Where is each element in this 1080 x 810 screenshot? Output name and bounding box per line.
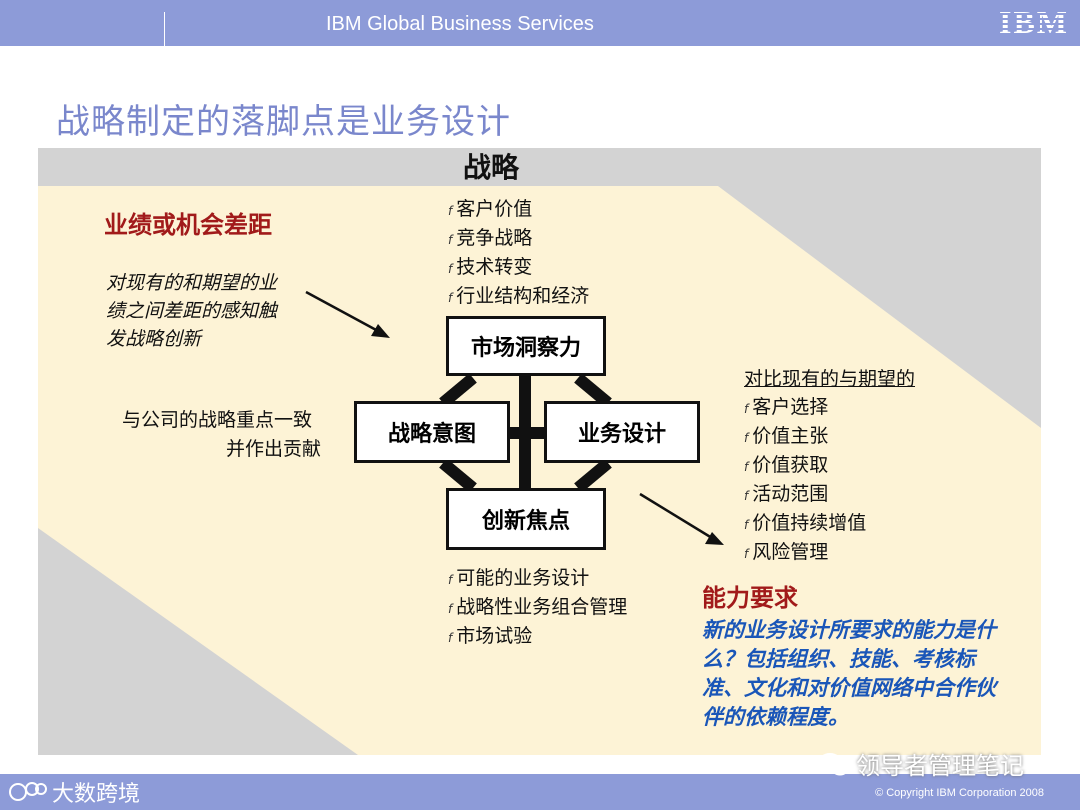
gap-desc-line-2: 绩之间差距的感知触 <box>106 300 278 322</box>
bullet-icon: f <box>448 573 453 587</box>
gap-desc-line-3: 发战略创新 <box>106 328 202 350</box>
watermark-left: 大数跨境 <box>8 776 140 808</box>
align-line-1: 与公司的战略重点一致 <box>122 409 313 431</box>
market-item-text: 客户价值 <box>456 198 533 220</box>
arrow-capability-line <box>639 492 713 540</box>
connector-bl <box>439 458 477 493</box>
business-design-box: 业务设计 <box>544 401 700 463</box>
capability-title: 能力要求 <box>702 584 798 612</box>
business-design-item-text: 客户选择 <box>752 396 829 418</box>
innovation-item-text: 市场试验 <box>456 625 533 647</box>
strategic-intent-box: 战略意图 <box>354 401 510 463</box>
connector-br <box>574 458 612 493</box>
business-design-item-text: 风险管理 <box>752 541 829 563</box>
header-divider <box>164 12 165 46</box>
bullet-icon: f <box>744 460 749 474</box>
bullet-icon: f <box>448 291 453 305</box>
connector-tl <box>439 373 477 408</box>
market-item-text: 行业结构和经济 <box>456 285 590 307</box>
gap-title: 业绩或机会差距 <box>104 211 272 239</box>
business-design-heading: 对比现有的与期望的 <box>744 368 916 390</box>
bullet-icon: f <box>744 431 749 445</box>
bullet-icon: f <box>448 602 453 616</box>
connector-tr <box>574 373 612 408</box>
business-design-item-text: 价值获取 <box>752 454 829 476</box>
watermark-logo-icon <box>9 782 47 801</box>
watermark-right-text: 领导者管理笔记 <box>856 752 1024 780</box>
market-insight-box: 市场洞察力 <box>446 316 606 376</box>
wechat-icon <box>818 752 849 775</box>
arrow-capability-head <box>705 532 724 545</box>
bullet-icon: f <box>744 489 749 503</box>
business-design-item-text: 价值主张 <box>752 425 829 447</box>
business-design-item-text: 价值持续增值 <box>752 512 867 534</box>
header-org: IBM Global Business Services <box>326 13 594 35</box>
bullet-icon: f <box>744 547 749 561</box>
gap-desc-line-1: 对现有的和期望的业 <box>106 272 278 294</box>
arrow-gap-head <box>371 324 390 338</box>
footer-copyright: © Copyright IBM Corporation 2008 <box>875 787 1044 799</box>
align-line-2: 并作出贡献 <box>226 438 322 460</box>
bullet-icon: f <box>744 518 749 532</box>
innovation-item-text: 可能的业务设计 <box>456 567 590 589</box>
capability-desc: 新的业务设计所要求的能力是什么？包括组织、技能、考核标准、文化和对价值网络中合作… <box>702 618 996 729</box>
bullet-icon: f <box>448 631 453 645</box>
bullet-icon: f <box>448 233 453 247</box>
diagram: 战略 业绩或机会差距 对现有的和期望的业 绩之间差距的感知触 发战略创新 与公司… <box>38 148 1041 755</box>
arrow-gap-line <box>305 290 379 333</box>
market-item-text: 竞争战略 <box>456 227 533 249</box>
header-bar: IBM Global Business Services IBM <box>0 0 1080 46</box>
footer-bar: © Copyright IBM Corporation 2008 <box>0 774 1080 810</box>
cream-panel <box>38 186 1041 755</box>
market-item-text: 技术转变 <box>456 256 533 278</box>
page-title: 战略制定的落脚点是业务设计 <box>56 102 511 142</box>
strategy-label: 战略 <box>463 151 520 184</box>
watermark-left-text: 大数跨境 <box>52 782 141 807</box>
bullet-icon: f <box>448 204 453 218</box>
innovation-focus-box: 创新焦点 <box>446 488 606 550</box>
ibm-logo: IBM <box>999 3 1069 40</box>
innovation-item-text: 战略性业务组合管理 <box>456 596 628 618</box>
diagram-graphics <box>38 148 1041 755</box>
business-design-item-text: 活动范围 <box>752 483 829 505</box>
bullet-icon: f <box>448 262 453 276</box>
bullet-icon: f <box>744 402 749 416</box>
watermark-right: 领导者管理笔记 <box>818 746 1024 781</box>
